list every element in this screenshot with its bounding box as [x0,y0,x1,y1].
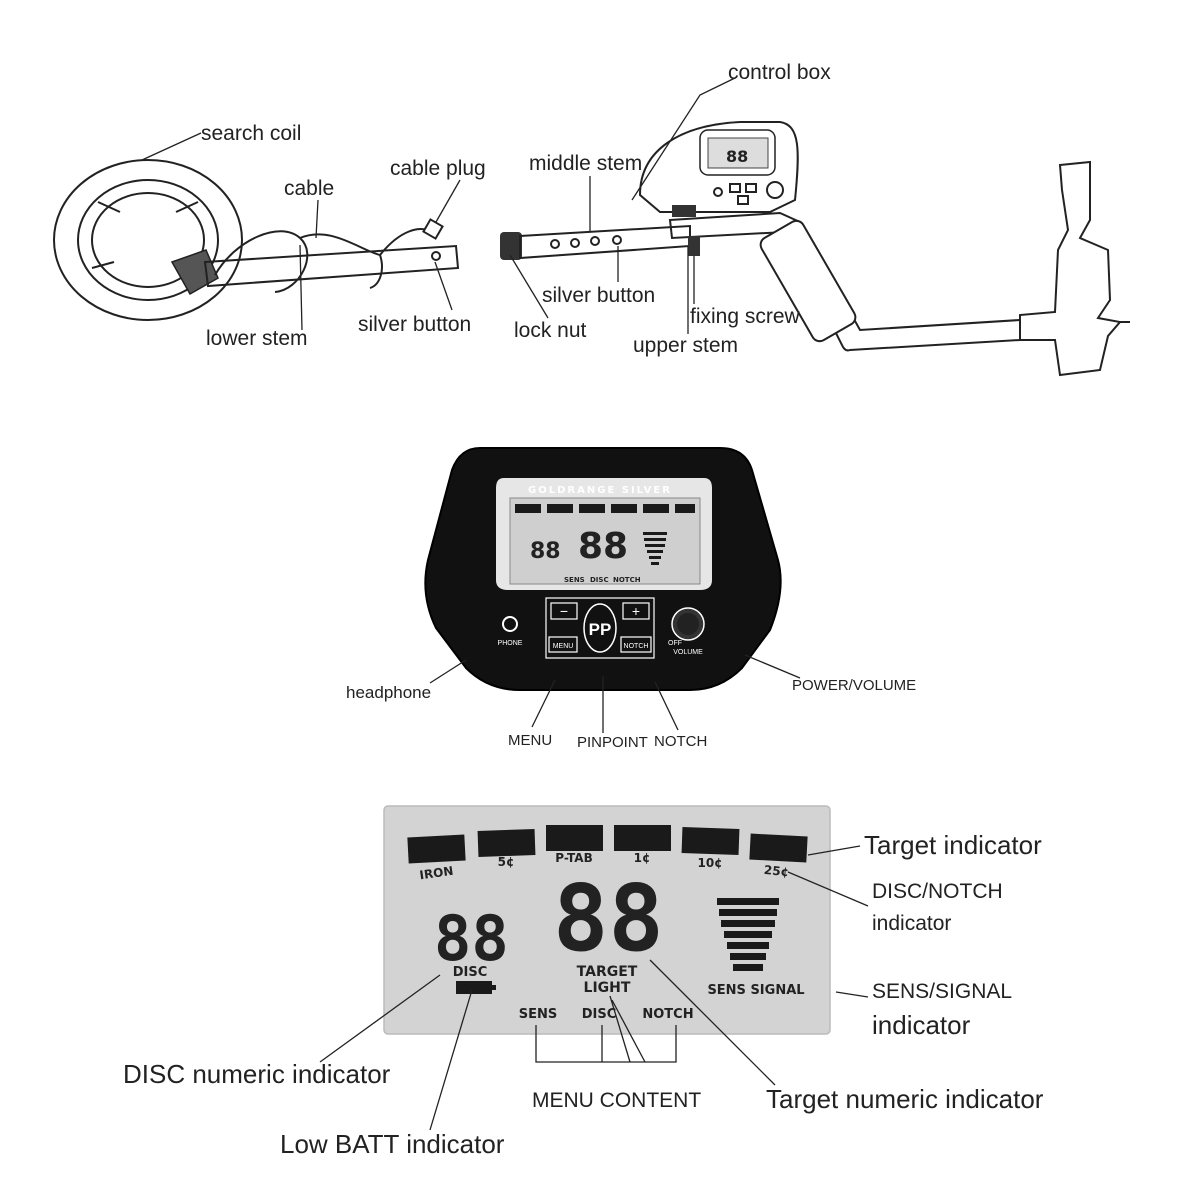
callout-low-batt: Low BATT indicator [280,1129,505,1159]
callout-disc-numeric: DISC numeric indicator [123,1059,391,1089]
mini-target-digits: 88 [578,526,628,567]
light-label: LIGHT [584,980,631,996]
menu-button[interactable]: MENU [548,636,578,653]
target-label: TARGET [577,964,638,980]
notch-button[interactable]: NOTCH [620,636,652,653]
callout-disc-notch-1: DISC/NOTCH [872,880,1003,903]
mini-lcd-bars [515,504,695,513]
target-bar-ptab [546,825,603,851]
menu-label: MENU [553,643,574,650]
disc-numeric-display: 88 [434,902,509,975]
off-label: OFF [668,640,682,647]
label-upper-stem: upper stem [633,334,738,357]
search-coil-drawing [53,159,243,321]
upper-stem-drawing [668,160,1130,377]
brand-label: GOLDRANGE SILVER [528,485,672,496]
target-bar-25c [749,833,808,863]
notch-label: NOTCH [624,643,649,650]
label-lock-nut: lock nut [514,319,587,342]
label-fixing-screw: fixing screw [690,305,801,328]
pinpoint-button[interactable]: PP [583,603,617,653]
label-cable: cable [284,177,334,200]
target-bar-1c [614,825,671,851]
minus-button[interactable]: − [550,602,578,620]
low-batt-icon [456,981,492,994]
callout-disc-notch-2: indicator [872,912,951,935]
target-label-10c: 10¢ [697,856,722,870]
label-silver-button-2: silver button [542,284,655,307]
callout-menu: MENU [508,732,552,749]
callout-sens-signal-1: SENS/SIGNAL [872,980,1012,1003]
label-search-coil: search coil [201,122,301,145]
lcd-panel [383,805,831,1035]
lcd-detail: IRON 5¢ P-TAB 1¢ 10¢ 25¢ 88 DISC 88 TARG… [383,805,831,1035]
panel-leader-lines [429,654,801,733]
phone-label: PHONE [498,640,523,647]
label-lower-stem: lower stem [206,327,308,350]
lower-stem-drawing [203,218,460,293]
assembly-leader-lines [141,77,736,334]
pinpoint-label: PP [589,620,612,639]
assembly-diagram: 88 search coil cable cable plug lower st… [53,61,1130,377]
mini-menu-notch: NOTCH [613,576,641,584]
callout-sens-signal-2: indicator [872,1010,971,1040]
label-control-box: control box [728,61,831,84]
plus-button[interactable]: + [622,602,650,620]
plus-label: + [632,603,640,619]
control-panel: GOLDRANGE SILVER 88 88 SENS DISC NOTCH P… [346,447,916,751]
target-label-ptab: P-TAB [555,851,593,865]
control-box-drawing: 88 [638,121,799,217]
middle-stem-drawing [500,224,691,260]
label-silver-button-1: silver button [358,313,471,336]
minus-label: − [560,603,568,619]
sens-signal-bars [717,898,779,971]
label-middle-stem: middle stem [529,152,642,175]
target-labels: IRON 5¢ P-TAB 1¢ 10¢ 25¢ [419,851,790,882]
lcd-callouts: Target indicator DISC/NOTCH indicator SE… [123,830,1044,1159]
callout-menu-content: MENU CONTENT [532,1089,701,1112]
target-label-25c: 25¢ [763,863,789,880]
mini-signal-bars [643,532,667,565]
sens-signal-label: SENS SIGNAL [707,983,804,998]
headphone-jack[interactable]: PHONE [498,616,523,647]
disc-label: DISC [453,965,488,980]
target-label-1c: 1¢ [634,851,651,865]
menu-disc-label: DISC [582,1007,617,1022]
menu-sens-label: SENS [519,1007,558,1022]
menu-notch-label: NOTCH [642,1007,693,1022]
callout-pinpoint: PINPOINT [577,734,648,751]
mini-menu-sens: SENS [564,576,585,584]
power-volume-knob[interactable]: OFF VOLUME [668,607,705,656]
target-indicator-bars [407,825,808,864]
target-label-iron: IRON [419,864,455,883]
volume-label: VOLUME [673,649,703,656]
callout-headphone: headphone [346,683,431,702]
callout-target-numeric: Target numeric indicator [766,1084,1044,1114]
mini-menu-disc: DISC [590,576,609,584]
target-bar-10c [681,827,740,856]
mini-disc-digits: 88 [530,539,561,564]
callout-power-volume: POWER/VOLUME [792,677,916,694]
target-bar-iron [407,834,466,864]
label-cable-plug: cable plug [390,157,486,180]
target-numeric-display: 88 [553,865,664,972]
target-bar-5c [477,828,536,857]
callout-notch: NOTCH [654,733,707,750]
svg-text:88: 88 [726,147,748,166]
callout-target-indicator: Target indicator [864,830,1042,860]
target-label-5c: 5¢ [498,855,515,869]
